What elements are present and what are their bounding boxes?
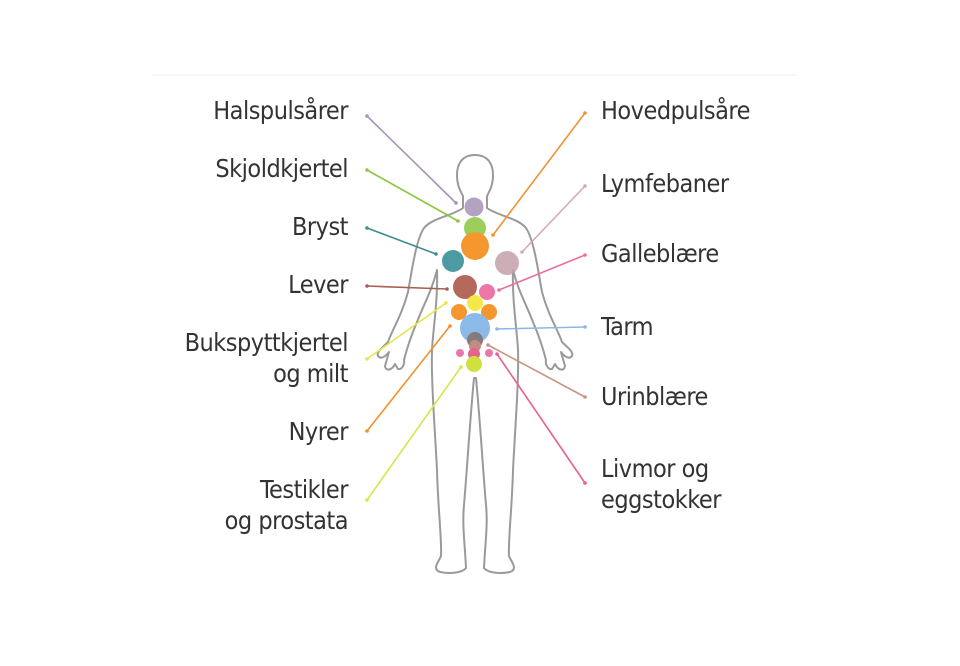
leader-line-right: [496, 353, 586, 484]
leader-dot: [456, 219, 460, 223]
top-divider: [152, 74, 797, 76]
label-urinblaere: Urinblære: [601, 382, 708, 411]
leader-dot: [486, 343, 490, 347]
leader-line-right: [496, 326, 586, 330]
label-tarm: Tarm: [601, 312, 654, 341]
label-lever: Lever: [288, 270, 348, 299]
leader-dot: [583, 253, 587, 257]
leader-dot: [365, 498, 369, 502]
organ-eggstokk-left: [456, 349, 464, 357]
leader-dot: [583, 184, 587, 188]
leader-line-left: [366, 227, 437, 255]
label-lymfebaner: Lymfebaner: [601, 169, 729, 198]
organ-bryst: [442, 250, 464, 272]
organ-hovedpulsare: [461, 232, 489, 260]
leader-dot: [434, 252, 438, 256]
leader-dot: [495, 352, 499, 356]
leader-dot: [365, 168, 369, 172]
leader-dot: [520, 250, 524, 254]
organ-bukspyttkjertel: [467, 295, 483, 311]
leader-line-left: [366, 169, 459, 222]
organ-nyre-right: [481, 304, 497, 320]
leader-dot: [583, 481, 587, 485]
leader-dot: [497, 288, 501, 292]
leader-line-left: [366, 285, 448, 290]
leader-line-right: [492, 112, 586, 236]
organ-halspulsarer: [464, 197, 484, 217]
leader-dot: [495, 327, 499, 331]
leader-line-left: [366, 325, 451, 432]
leader-dot: [445, 287, 449, 291]
label-bukspyttkjertel-og-milt: Bukspyttkjertel og milt: [184, 328, 349, 388]
leader-line-right: [487, 344, 586, 398]
organ-nyre-left: [451, 304, 467, 320]
leader-dot: [448, 324, 452, 328]
leader-dot: [454, 201, 458, 205]
label-livmor-og-eggstokker: Livmor og eggstokker: [601, 454, 721, 514]
label-halspulsarer: Halspulsårer: [213, 96, 348, 125]
label-skjoldkjertel: Skjoldkjertel: [215, 154, 348, 183]
organ-eggstokk-right: [485, 349, 493, 357]
leader-dot: [583, 111, 587, 115]
organ-lymfe: [495, 251, 519, 275]
label-bryst: Bryst: [291, 212, 349, 241]
leader-line-left: [366, 302, 447, 360]
organ-lever: [453, 275, 477, 299]
leader-dot: [491, 233, 495, 237]
leader-line-left: [366, 366, 462, 501]
leader-dot: [365, 429, 369, 433]
leader-dot: [365, 226, 369, 230]
human-body-outline: [376, 154, 574, 574]
leader-dot: [365, 114, 369, 118]
organ-tarm: [460, 313, 490, 343]
leader-dot: [583, 325, 587, 329]
leader-dot: [444, 301, 448, 305]
organ-prostata: [466, 356, 482, 372]
label-hovedpulsare: Hovedpulsåre: [601, 96, 750, 125]
leader-line-right: [498, 254, 586, 291]
leader-dot: [365, 284, 369, 288]
organ-galleblaere: [479, 284, 495, 300]
leader-line-right: [521, 185, 586, 253]
label-galleblaere: Galleblære: [601, 239, 719, 268]
label-testikler-og-prostata: Testikler og prostata: [224, 475, 349, 535]
leader-dot: [583, 395, 587, 399]
label-nyrer: Nyrer: [288, 417, 349, 446]
leader-line-left: [366, 115, 457, 204]
leader-dot: [365, 357, 369, 361]
leader-dot: [459, 365, 463, 369]
